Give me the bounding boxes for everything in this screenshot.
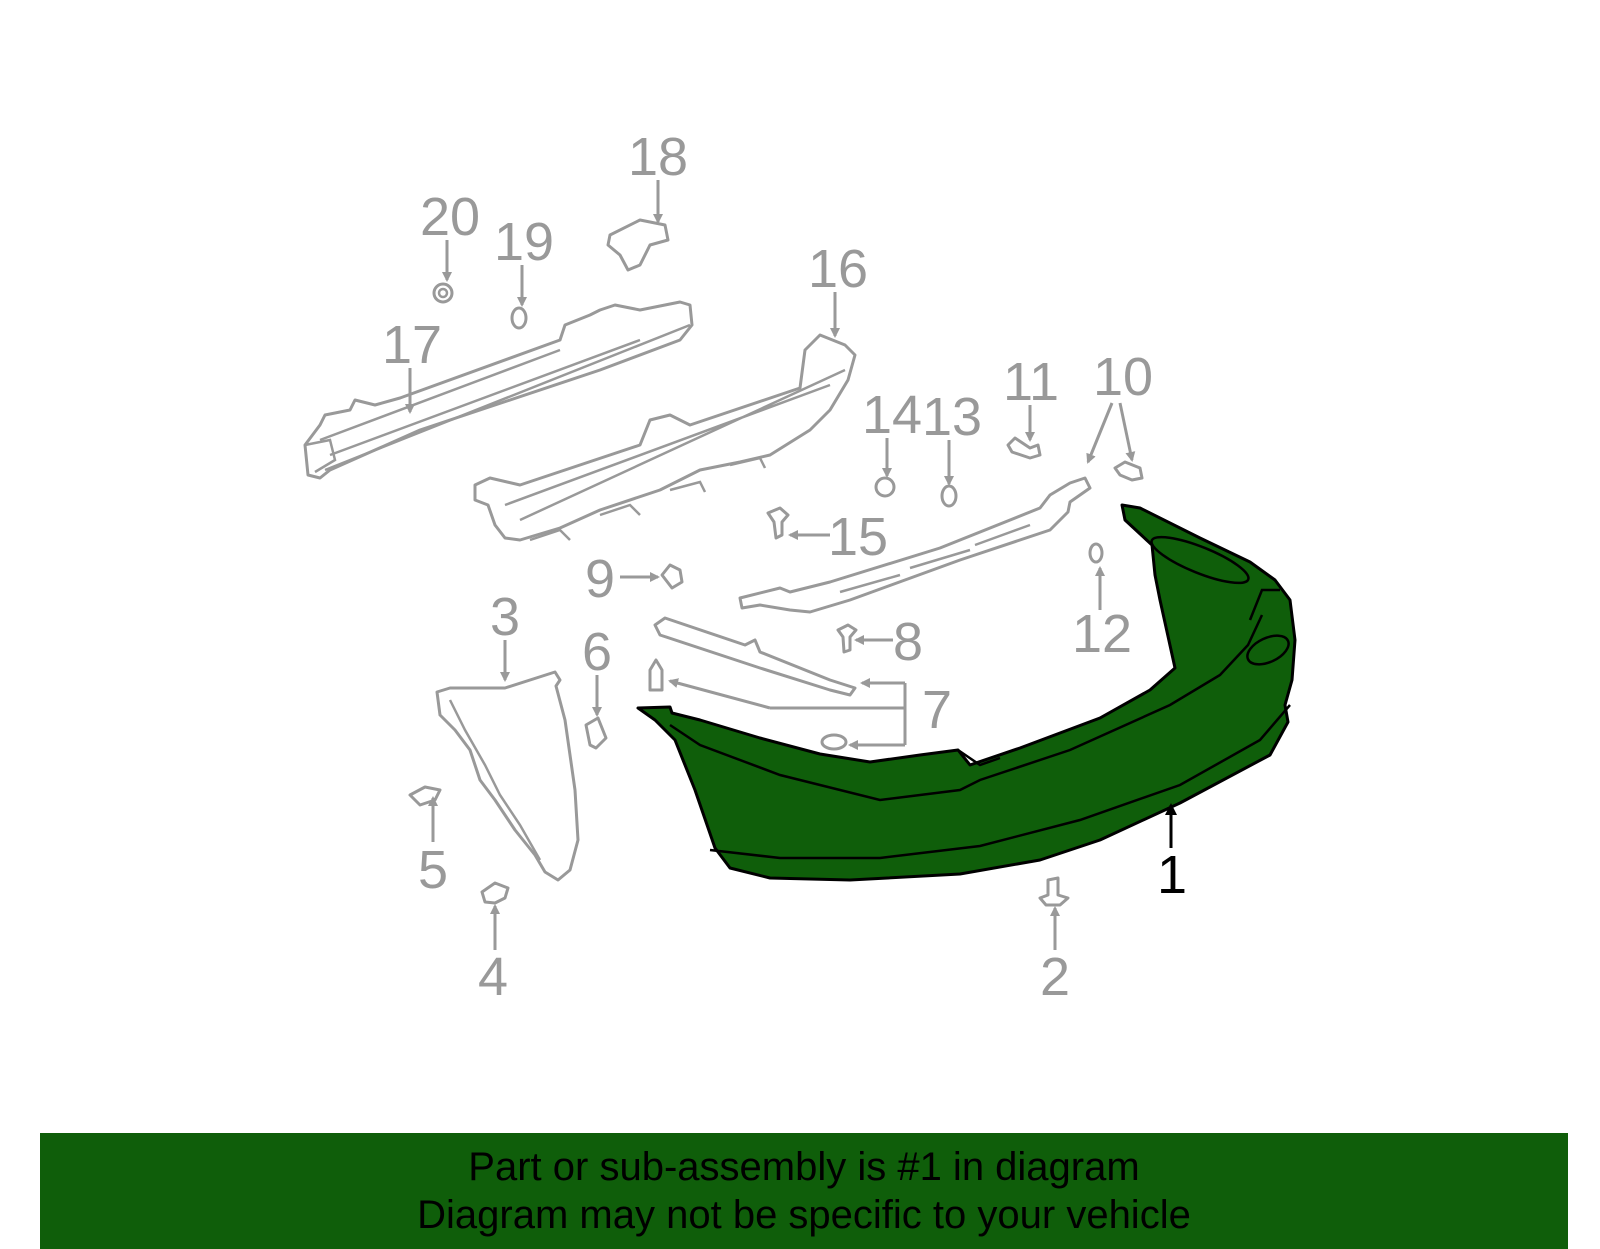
- part-14-nut: [874, 476, 896, 498]
- callout-1: 1: [1157, 845, 1187, 905]
- callout-6: 6: [582, 622, 612, 682]
- callout-labels: 18 20 19 17 16 14 13 11 10 15 9 12 8 3 6…: [382, 127, 1187, 1007]
- callout-13: 13: [922, 387, 982, 447]
- part-9-clip: [660, 563, 684, 590]
- callout-3: 3: [490, 587, 520, 647]
- callout-16: 16: [808, 239, 868, 299]
- callout-19: 19: [494, 212, 554, 272]
- info-banner: Part or sub-assembly is #1 in diagram Di…: [40, 1133, 1568, 1249]
- part-1-bumper-cover: [636, 503, 1297, 882]
- callout-5: 5: [418, 840, 448, 900]
- part-5-clip: [408, 785, 442, 807]
- callout-8: 8: [893, 612, 923, 672]
- part-4-clip: [480, 881, 510, 905]
- part-10-bolt: [1113, 460, 1144, 482]
- callout-2: 2: [1040, 947, 1070, 1007]
- part-6-bracket: [584, 716, 608, 750]
- callout-18: 18: [628, 127, 688, 187]
- part-18-clip: [606, 218, 670, 272]
- banner-line-1: Part or sub-assembly is #1 in diagram: [468, 1145, 1140, 1189]
- part-16-absorber: [473, 333, 857, 542]
- callout-12: 12: [1072, 604, 1132, 664]
- part-12-washer: [1088, 542, 1104, 564]
- part-13-washer: [940, 484, 958, 508]
- callout-15: 15: [828, 507, 888, 567]
- callout-20: 20: [420, 187, 480, 247]
- part-2-pushclip: [1038, 876, 1070, 907]
- callout-14: 14: [862, 385, 922, 445]
- part-10-bracket: [738, 476, 1092, 614]
- part-8-screw: [836, 623, 858, 654]
- part-11-bolt: [1006, 436, 1042, 460]
- part-20-nut: [432, 282, 454, 304]
- callout-7: 7: [922, 680, 952, 740]
- callout-10: 10: [1093, 347, 1153, 407]
- part-7-deflector: [648, 616, 857, 751]
- callout-9: 9: [585, 549, 615, 609]
- part-15-clip: [766, 506, 790, 540]
- callout-17: 17: [382, 315, 442, 375]
- callout-11: 11: [1003, 352, 1059, 412]
- callout-4: 4: [478, 947, 508, 1007]
- leader-lines: [405, 180, 1177, 950]
- part-17-reinforcement: [303, 300, 694, 480]
- banner-line-2: Diagram may not be specific to your vehi…: [417, 1193, 1191, 1237]
- part-3-splash-shield: [435, 670, 580, 882]
- part-19-washer: [510, 306, 528, 330]
